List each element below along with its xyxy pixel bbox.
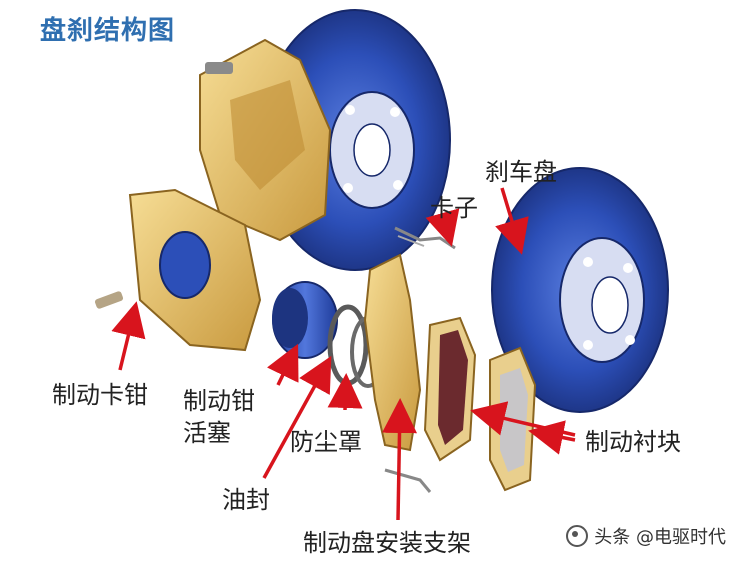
assembled-caliper xyxy=(199,38,332,242)
label-dust-boot: 防尘罩 xyxy=(290,428,362,456)
watermark-text: 头条 @电驱时代 xyxy=(594,527,726,548)
label-brake-pads: 制动衬块 xyxy=(585,428,681,456)
label-bracket: 制动盘安装支架 xyxy=(303,529,471,557)
callout-arrows xyxy=(111,187,576,521)
label-oil-seal: 油封 xyxy=(222,486,270,514)
diagram-title: 盘刹结构图 xyxy=(40,16,176,46)
watermark: 头条 @电驱时代 xyxy=(566,523,726,549)
piston-part xyxy=(272,281,338,359)
label-brake-disc: 刹车盘 xyxy=(485,158,557,186)
brake-disc xyxy=(491,167,669,413)
label-piston: 制动钳活塞 xyxy=(183,387,255,447)
brake-caliper xyxy=(94,188,262,352)
label-clip: 卡子 xyxy=(430,194,478,222)
toutiao-logo-icon xyxy=(566,525,589,547)
label-caliper: 制动卡钳 xyxy=(52,381,148,409)
